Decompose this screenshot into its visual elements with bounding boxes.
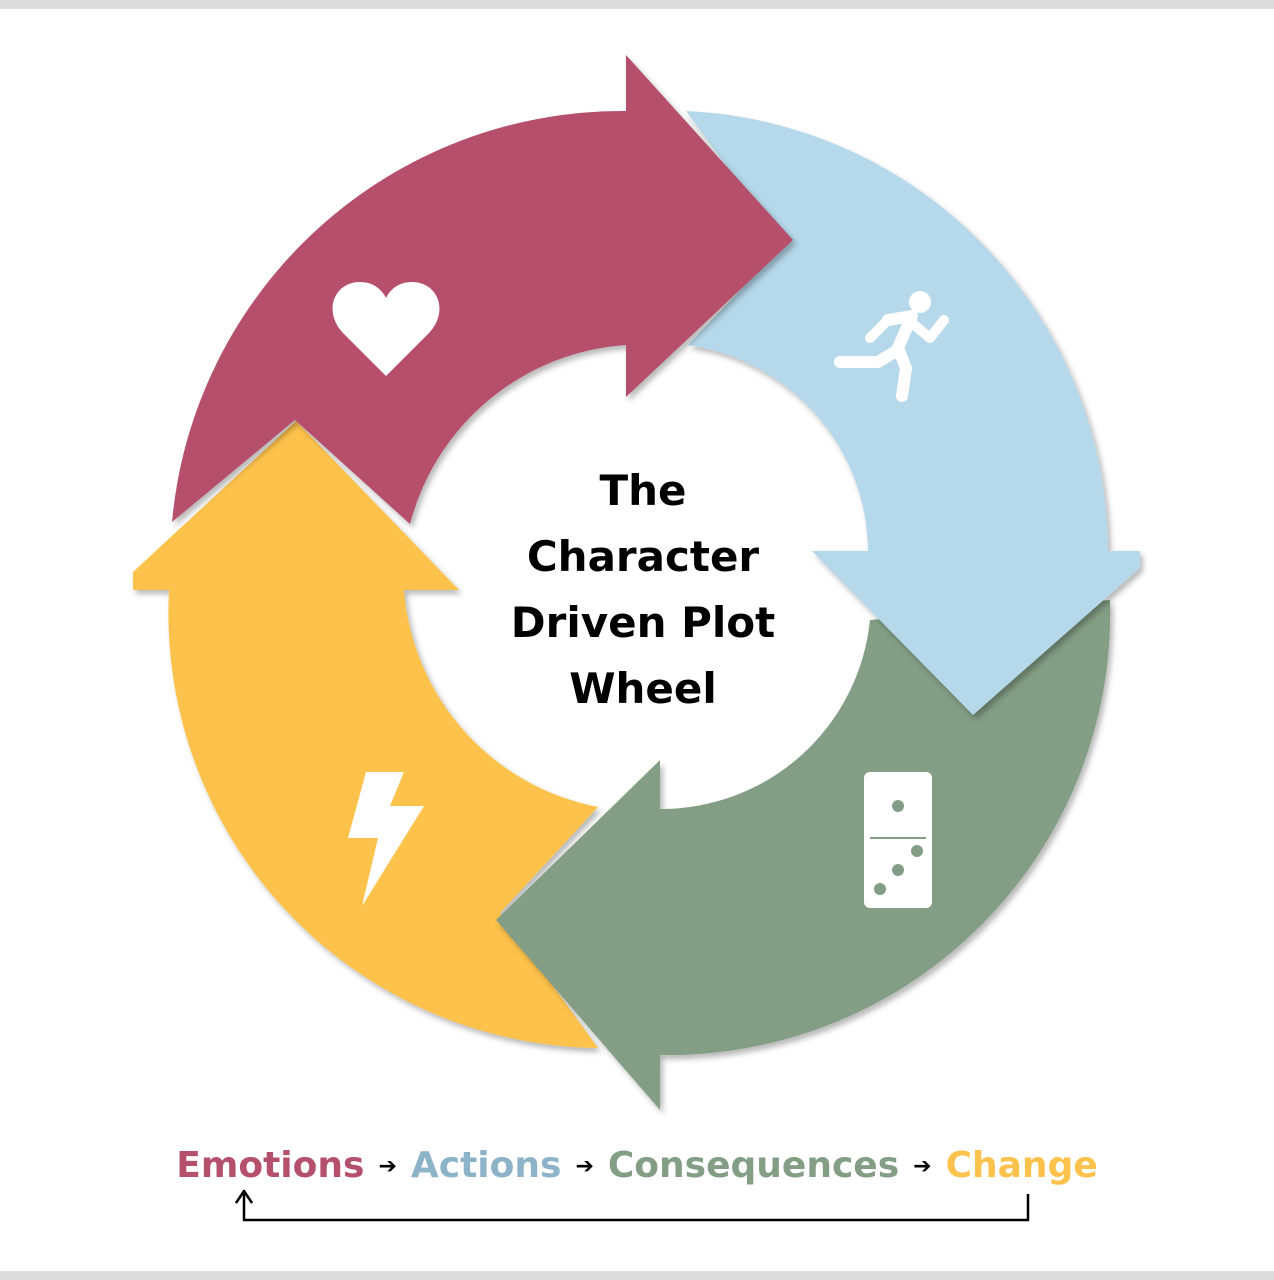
- title-line-4: Wheel: [569, 664, 717, 713]
- stage-flow: Emotions ➔ Actions ➔ Consequences ➔ Change: [0, 1138, 1274, 1194]
- domino-icon: [864, 772, 932, 908]
- flow-label-consequences: Consequences: [607, 1145, 900, 1186]
- consequences-segment: [496, 600, 1111, 1110]
- actions-segment: [686, 111, 1140, 715]
- heart-icon: [332, 282, 440, 376]
- bottom-border: [0, 1271, 1274, 1280]
- title-line-3: Driven Plot: [510, 598, 776, 647]
- lightning-bolt-icon: [348, 772, 424, 906]
- flow-label-emotions: Emotions: [176, 1145, 365, 1186]
- flow-arrow-icon: ➔: [575, 1154, 594, 1179]
- title-line-2: Character: [526, 532, 760, 581]
- flow-label-change: Change: [945, 1145, 1098, 1186]
- title-line-1: The: [599, 466, 687, 515]
- change-segment: [133, 421, 598, 1048]
- running-person-icon: [834, 291, 949, 402]
- emotions-segment: [172, 55, 793, 524]
- flow-arrow-icon: ➔: [913, 1154, 932, 1179]
- flow-arrow-icon: ➔: [378, 1154, 397, 1179]
- wheel-title: The Character Driven Plot Wheel: [493, 458, 793, 722]
- flow-label-actions: Actions: [410, 1145, 562, 1186]
- top-border: [0, 0, 1274, 9]
